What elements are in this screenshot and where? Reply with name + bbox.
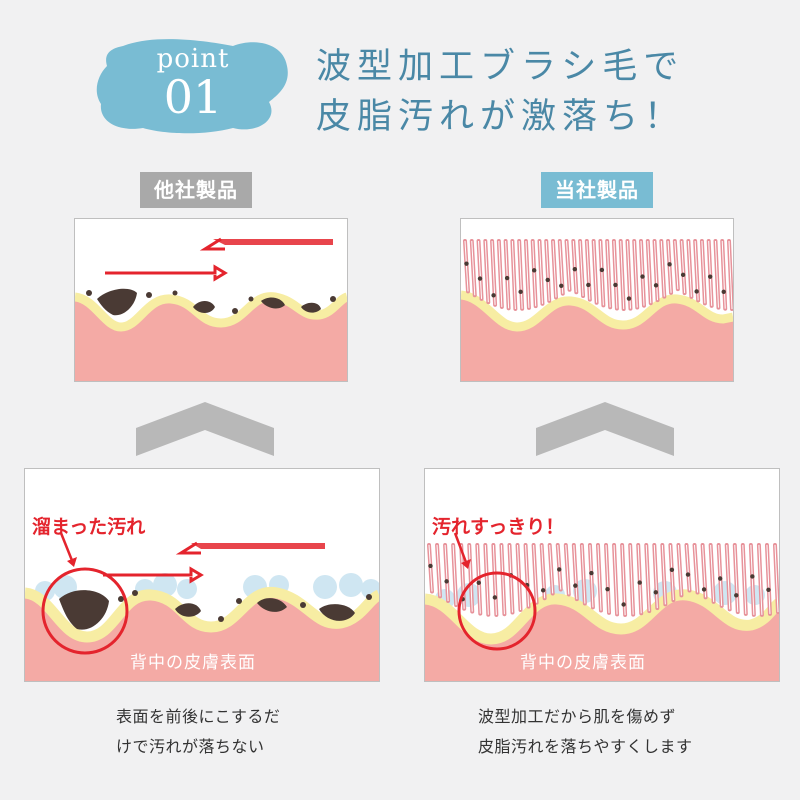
accumulated-dirt-annotation: 溜まった汚れ (32, 516, 146, 538)
competitor-closeup-panel (74, 218, 348, 382)
headline-line-2: 皮脂汚れが激落ち！ (316, 97, 686, 137)
skin-surface-label: 背中の皮膚表面 (130, 653, 256, 673)
point-badge: point 01 (93, 36, 293, 136)
our-product-skin-panel (424, 468, 780, 682)
competitor-product-label: 他社製品 (140, 172, 252, 208)
competitor-caption-line-2: けで汚れが落ちない (116, 737, 265, 756)
our-product-label: 当社製品 (541, 172, 653, 208)
competitor-skin-panel (24, 468, 380, 682)
chevron-up-icon (136, 402, 274, 460)
badge-small-text: point (156, 44, 230, 74)
our-product-caption-line-1: 波型加工だから肌を傷めず (478, 707, 677, 726)
headline-line-1: 波型加工ブラシ毛で (316, 47, 685, 87)
our-product-closeup-panel (460, 218, 734, 382)
badge-number: 01 (163, 70, 223, 124)
competitor-caption-line-1: 表面を前後にこするだ (116, 707, 281, 726)
skin-surface-label: 背中の皮膚表面 (520, 653, 646, 673)
our-product-caption-line-2: 皮脂汚れを落ちやすくします (478, 737, 693, 756)
badge-blob-shape (96, 39, 288, 134)
dirt-removed-annotation: 汚れすっきり！ (432, 516, 565, 538)
chevron-up-icon (536, 402, 674, 460)
